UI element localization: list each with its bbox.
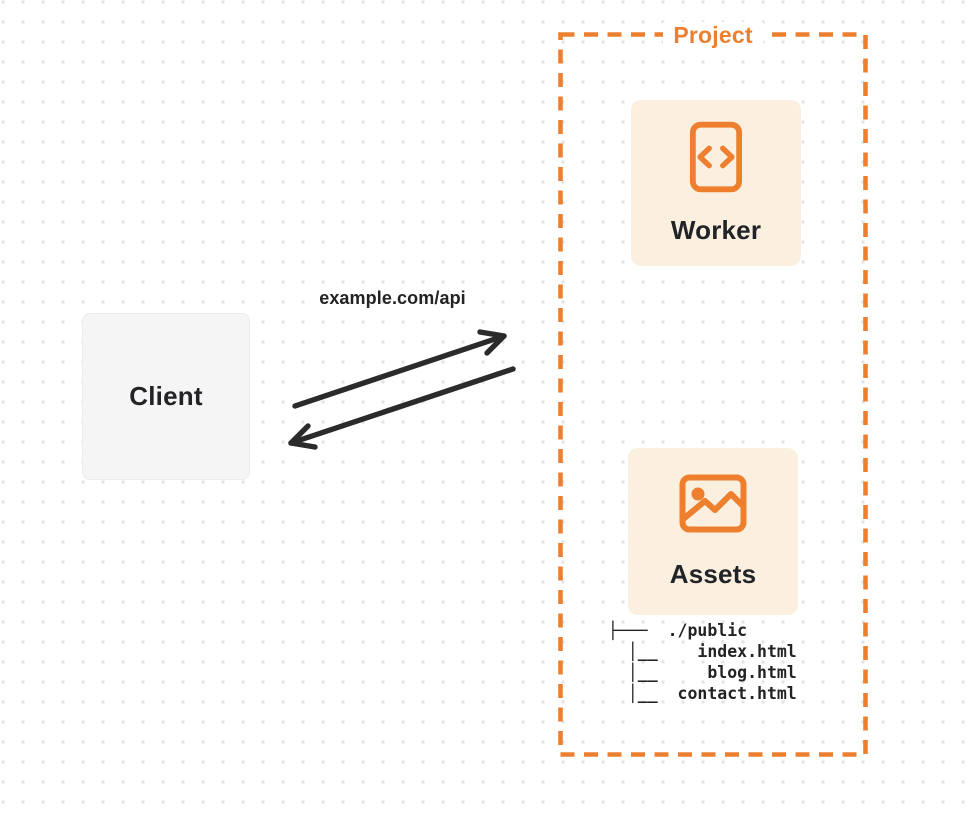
file-tree-line-blog: │__ blog.html — [608, 663, 797, 682]
project-title-row: Project — [560, 22, 866, 49]
assets-label: Assets — [669, 558, 757, 589]
worker-label: Worker — [670, 214, 762, 245]
client-node: Client — [82, 313, 250, 480]
file-tree-line-contact: │__ contact.html — [608, 684, 797, 703]
assets-node: Assets — [628, 448, 798, 615]
request-url-label: example.com/api — [319, 288, 466, 308]
file-tree-line-public: ├─── ./public — [608, 621, 748, 640]
response-arrow — [288, 366, 516, 450]
request-arrow — [292, 329, 507, 409]
code-file-icon — [689, 121, 743, 192]
assets-file-tree: ├─── ./public │__ index.html │__ blog.ht… — [608, 620, 797, 704]
file-tree-line-index: │__ index.html — [608, 642, 797, 661]
project-title: Project — [663, 22, 763, 49]
image-icon — [679, 474, 747, 532]
client-label: Client — [129, 381, 203, 411]
worker-node: Worker — [631, 100, 801, 266]
